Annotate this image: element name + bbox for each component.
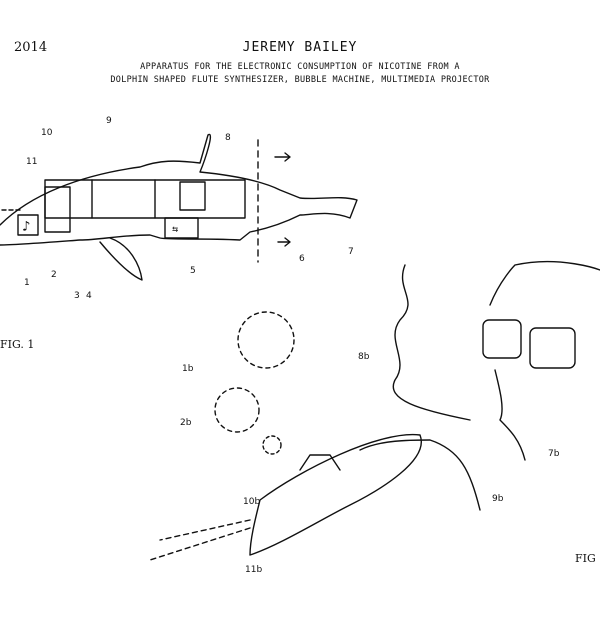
- part-label: 6: [299, 254, 305, 264]
- figure-1-caption: FIG. 1: [0, 338, 35, 351]
- part-label: 7b: [548, 449, 560, 459]
- dolphin-cross-section: ♪ ⇆: [0, 133, 358, 281]
- part-label: 3: [74, 291, 80, 301]
- svg-text:♪: ♪: [22, 219, 30, 235]
- part-label: 10: [41, 128, 53, 138]
- subtitle-line-1: APPARATUS FOR THE ELECTRONIC CONSUMPTION…: [140, 62, 460, 72]
- part-label: 8: [225, 133, 231, 143]
- part-label: 9: [106, 116, 112, 126]
- part-label: 1: [24, 278, 30, 288]
- person-smoking-dolphin-flute: [149, 260, 600, 561]
- part-label: 2b: [180, 418, 192, 428]
- part-label: 2: [51, 270, 57, 280]
- part-label: 5: [190, 266, 196, 276]
- part-label: 10b: [243, 497, 261, 507]
- figure-2-caption: FIG: [575, 552, 596, 565]
- part-label: 4: [86, 291, 92, 301]
- part-label: 8b: [358, 352, 370, 362]
- part-label: 11b: [245, 565, 263, 575]
- part-label: 1b: [182, 364, 194, 374]
- year: 2014: [14, 40, 48, 55]
- subtitle-line-2: DOLPHIN SHAPED FLUTE SYNTHESIZER, BUBBLE…: [110, 75, 490, 85]
- part-label: 11: [26, 157, 38, 167]
- part-label: 9b: [492, 494, 504, 504]
- author-name: JEREMY BAILEY: [242, 40, 358, 55]
- svg-text:⇆: ⇆: [172, 224, 178, 235]
- part-label: 7: [348, 247, 354, 257]
